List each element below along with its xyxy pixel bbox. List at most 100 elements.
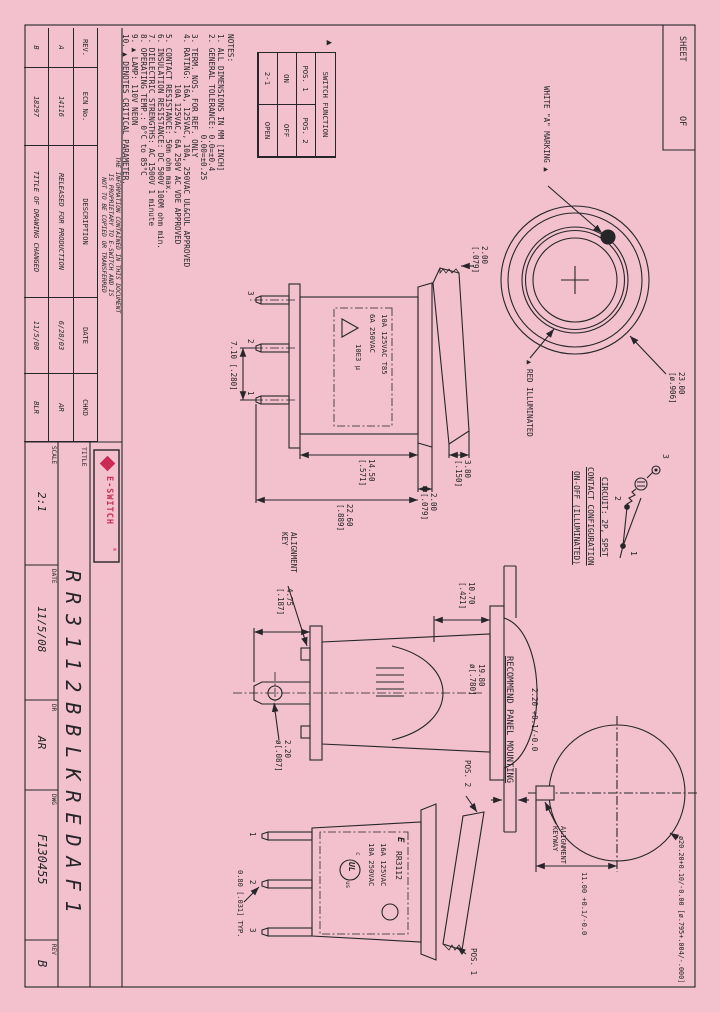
white-a-marking-label: WHITE "A" MARKING ▲ (542, 86, 551, 172)
proprietary-line: THE INFORMATION CONTAINED IN THIS DOCUME… (114, 156, 121, 314)
circuit-schematic (619, 465, 661, 559)
vde-mark-icon (341, 318, 360, 338)
switch-function-header: SWITCH FUNCTION (315, 53, 335, 157)
pos-view-lineart (243, 795, 485, 961)
tilted-rocker-cap (442, 811, 485, 951)
marking-box (319, 831, 409, 935)
sheet-label: SHEET (677, 36, 687, 62)
panel-hole-lineart (491, 716, 697, 872)
ul-mark-us: us (344, 881, 351, 889)
neon-lamp-icon (634, 477, 648, 491)
alignment-key-label: ALIGNMENT KEY (280, 532, 298, 573)
dr-value: AR (35, 736, 48, 750)
contact-configuration-label: CONTACT CONFIGURATION (586, 467, 595, 566)
dim-cap-height: 3.80 [.150] (454, 460, 472, 488)
border-frame (24, 24, 696, 988)
dim-bezel-diameter: 23.00 [ø.906] (668, 372, 686, 404)
rev-cell: RELEASED FOR PRODUCTION (49, 146, 74, 298)
rev-header: CHKD (74, 374, 97, 442)
note-line: 0.00=±0.25 (198, 34, 208, 181)
note-line: 8. OPERATING TEMP.: 0°C to 85°C (138, 34, 148, 176)
dim-body-diameter: 19.80 ø[.780] (468, 664, 486, 696)
rev-header: DATE (74, 298, 97, 374)
mount-view-lineart (232, 565, 538, 833)
resistor-icon (626, 488, 637, 507)
marking-rating1: 16A 125VAC (379, 843, 388, 887)
logo-box (93, 449, 120, 563)
dim-body-height: 14.50 [.571] (358, 459, 376, 487)
note-line: 7. DIELECTRIC STRENGTHS: AC 1500V 1 minu… (147, 34, 157, 227)
table-cell: OFF (277, 105, 296, 157)
part-number: RR3112BBLKREDAF1 (61, 570, 85, 923)
side-view-lineart (239, 262, 474, 504)
revision-table: REV. ECN No. DESCRIPTION DATE CHKD A 141… (24, 28, 98, 442)
body-marking-line1: 10A 125VAC T85 (380, 314, 389, 375)
lamp-hole (381, 903, 399, 921)
circuit-terminal-1: 1 (629, 551, 638, 556)
dim-panel-hole: ø20.20+0.10/-0.00 [ø.795+.004/-.000] (677, 836, 685, 984)
body-marking-line2: 6A 250VAC (368, 314, 377, 353)
dim-keyway-flat: 11.00 +0.1/-0.0 (580, 872, 588, 936)
dim-terminal-pitch: 7.10 [.280] (229, 341, 238, 391)
table-cell: POS. 2 (296, 105, 315, 157)
note-line: 1. ALL DIMENSIONS IN MM [INCH] (216, 34, 225, 172)
body-marking-line3: 10E3 µ (354, 344, 363, 370)
marking-rating2: 10A 250VAC (367, 843, 376, 887)
sheet-box (662, 25, 695, 151)
note-line: 10. ▲ DENOTES CRITICAL PARAMETER. (121, 34, 131, 185)
eswitch-brand: E-SWITCH (104, 476, 114, 525)
table-cell: ON (277, 53, 296, 105)
title-label: TITLE (80, 447, 88, 467)
dim-cap-protrusion: 2.00 [.079] (471, 246, 489, 274)
dim-depth-below-panel: 10.70 [.421] (458, 582, 476, 610)
note-line: 10A 125VAC, 6A 250V AC VDE APPROVED (173, 34, 183, 245)
front-view-lineart (500, 185, 667, 375)
dim-terminal-length: 4.75 [.187] (276, 588, 294, 616)
circuit-type-label: CIRCUIT: 2P, SPST (600, 477, 609, 557)
rev-cell: TITLE OF DRAWING CHANGED (24, 146, 49, 298)
dwg-number: F130455 (35, 834, 49, 885)
eswitch-e-logo-icon: E (395, 837, 405, 843)
rev-cell: 14116 (49, 68, 74, 146)
date-label: DATE (50, 569, 57, 584)
table-cell: POS. 1 (296, 53, 315, 105)
circuit-terminal-3: 3 (661, 454, 670, 459)
side-terminal-2: 2 (246, 339, 255, 344)
table-cell: OPEN (258, 105, 277, 157)
dim-panel-thickness: 2.20 +0.1/-0.0 (530, 688, 539, 752)
ul-mark-icon: UL (347, 862, 356, 872)
dwg-label: DWG (50, 794, 57, 805)
on-off-illuminated-label: ON-OFF (ILLUMINATED) (572, 471, 581, 565)
side-terminal-3: 3 (246, 291, 255, 296)
terminal-3-symbol (651, 465, 661, 475)
keyway-notch (535, 785, 555, 801)
pos-2-label: POS. 2 (463, 760, 472, 788)
pos-terminal-3: 3 (248, 928, 257, 933)
proprietary-line: NOT TO BE COPIED OR TRANSFERRED (100, 177, 107, 293)
note-line: 5. CONTACT RESISTANCE: 50m ohm max. (164, 34, 174, 195)
pos-terminal-1: 1 (248, 832, 257, 837)
side-terminal-1: 1 (246, 391, 255, 396)
dim-total-height: 22.60 [.889] (336, 504, 354, 532)
ul-mark-circle (339, 859, 361, 881)
note-line: 2. GENERAL TOLERANCE: 0.0=±0.4 (207, 34, 217, 172)
rev-cell: 6/28/03 (49, 298, 74, 374)
marking-box (333, 307, 393, 427)
rev-cell: 18297 (24, 68, 49, 146)
marking-model: RR3112 (394, 851, 403, 880)
alignment-keyway-label: ALIGNMENT KEYWAY (551, 826, 567, 864)
red-illuminated-label: ▲ RED ILLUMINATED (525, 360, 534, 437)
alignment-key-nub (300, 725, 311, 739)
rev-cell: 11/5/08 (24, 298, 49, 374)
rev-header: ECN No. (74, 68, 97, 146)
alignment-key-nub (300, 647, 311, 661)
scale-value: 2:1 (35, 492, 48, 512)
rev-header: REV. (74, 28, 97, 68)
white-a-marking-dot (600, 229, 616, 245)
note-line: 4. RATING: 16A, 125VAC, 10A, 250VAC UL&C… (181, 34, 191, 268)
of-label: OF (677, 116, 687, 127)
proprietary-line: IS PROPRIETARY TO E-SWITCH AND IS (107, 173, 114, 297)
rev-value: B (35, 960, 49, 968)
